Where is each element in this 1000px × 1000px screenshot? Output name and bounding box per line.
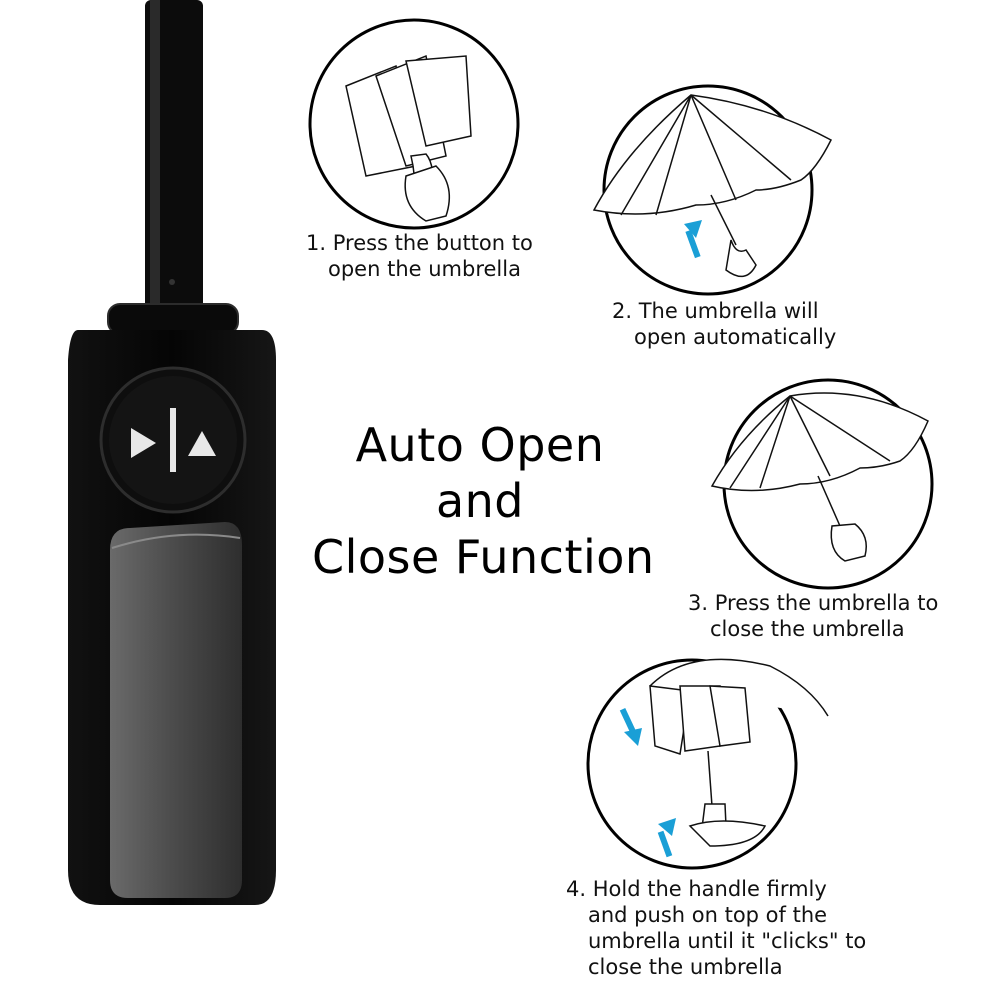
step-4-line-2: and push on top of the [588,903,828,927]
step-2-line-1: The umbrella will [638,299,819,323]
step-1-line-2: open the umbrella [328,257,521,281]
step-1-number: 1. [306,231,327,255]
step-3-caption: 3. Press the umbrella to close the umbre… [688,590,938,642]
up-arrow-icon [684,220,702,259]
step-1-caption: 1. Press the button to open the umbrella [306,230,533,282]
title-line-1: Auto Open [355,418,605,472]
step-4-line-1: Hold the handle firmly [592,877,827,901]
step-2-illustration [592,84,832,296]
step-4-caption: 4. Hold the handle firmly and push on to… [566,876,866,980]
step-3-number: 3. [688,591,709,615]
umbrella-handle-image [68,0,276,905]
down-arrow-icon [619,707,642,746]
open-close-button [99,366,247,514]
step-2-line-2: open automatically [634,325,837,349]
step-1-line-1: Press the button to [332,231,533,255]
step-2-caption: 2. The umbrella will open automatically [612,298,836,350]
step-4-illustration [586,658,829,870]
open-close-arrows-icon [131,408,216,472]
step-4-number: 4. [566,877,587,901]
step-2-number: 2. [612,299,633,323]
step-1-illustration [308,18,520,230]
step-3-illustration [710,378,934,590]
step-3-line-2: close the umbrella [710,617,905,641]
step-3-line-1: Press the umbrella to [714,591,939,615]
step-4-line-3: umbrella until it "clicks" to [588,929,867,953]
title-line-3: Close Function [312,530,655,584]
grip-panel [110,522,242,898]
step-4-line-4: close the umbrella [588,955,783,979]
up-arrow-icon [657,818,676,858]
title-line-2: and [435,474,525,528]
